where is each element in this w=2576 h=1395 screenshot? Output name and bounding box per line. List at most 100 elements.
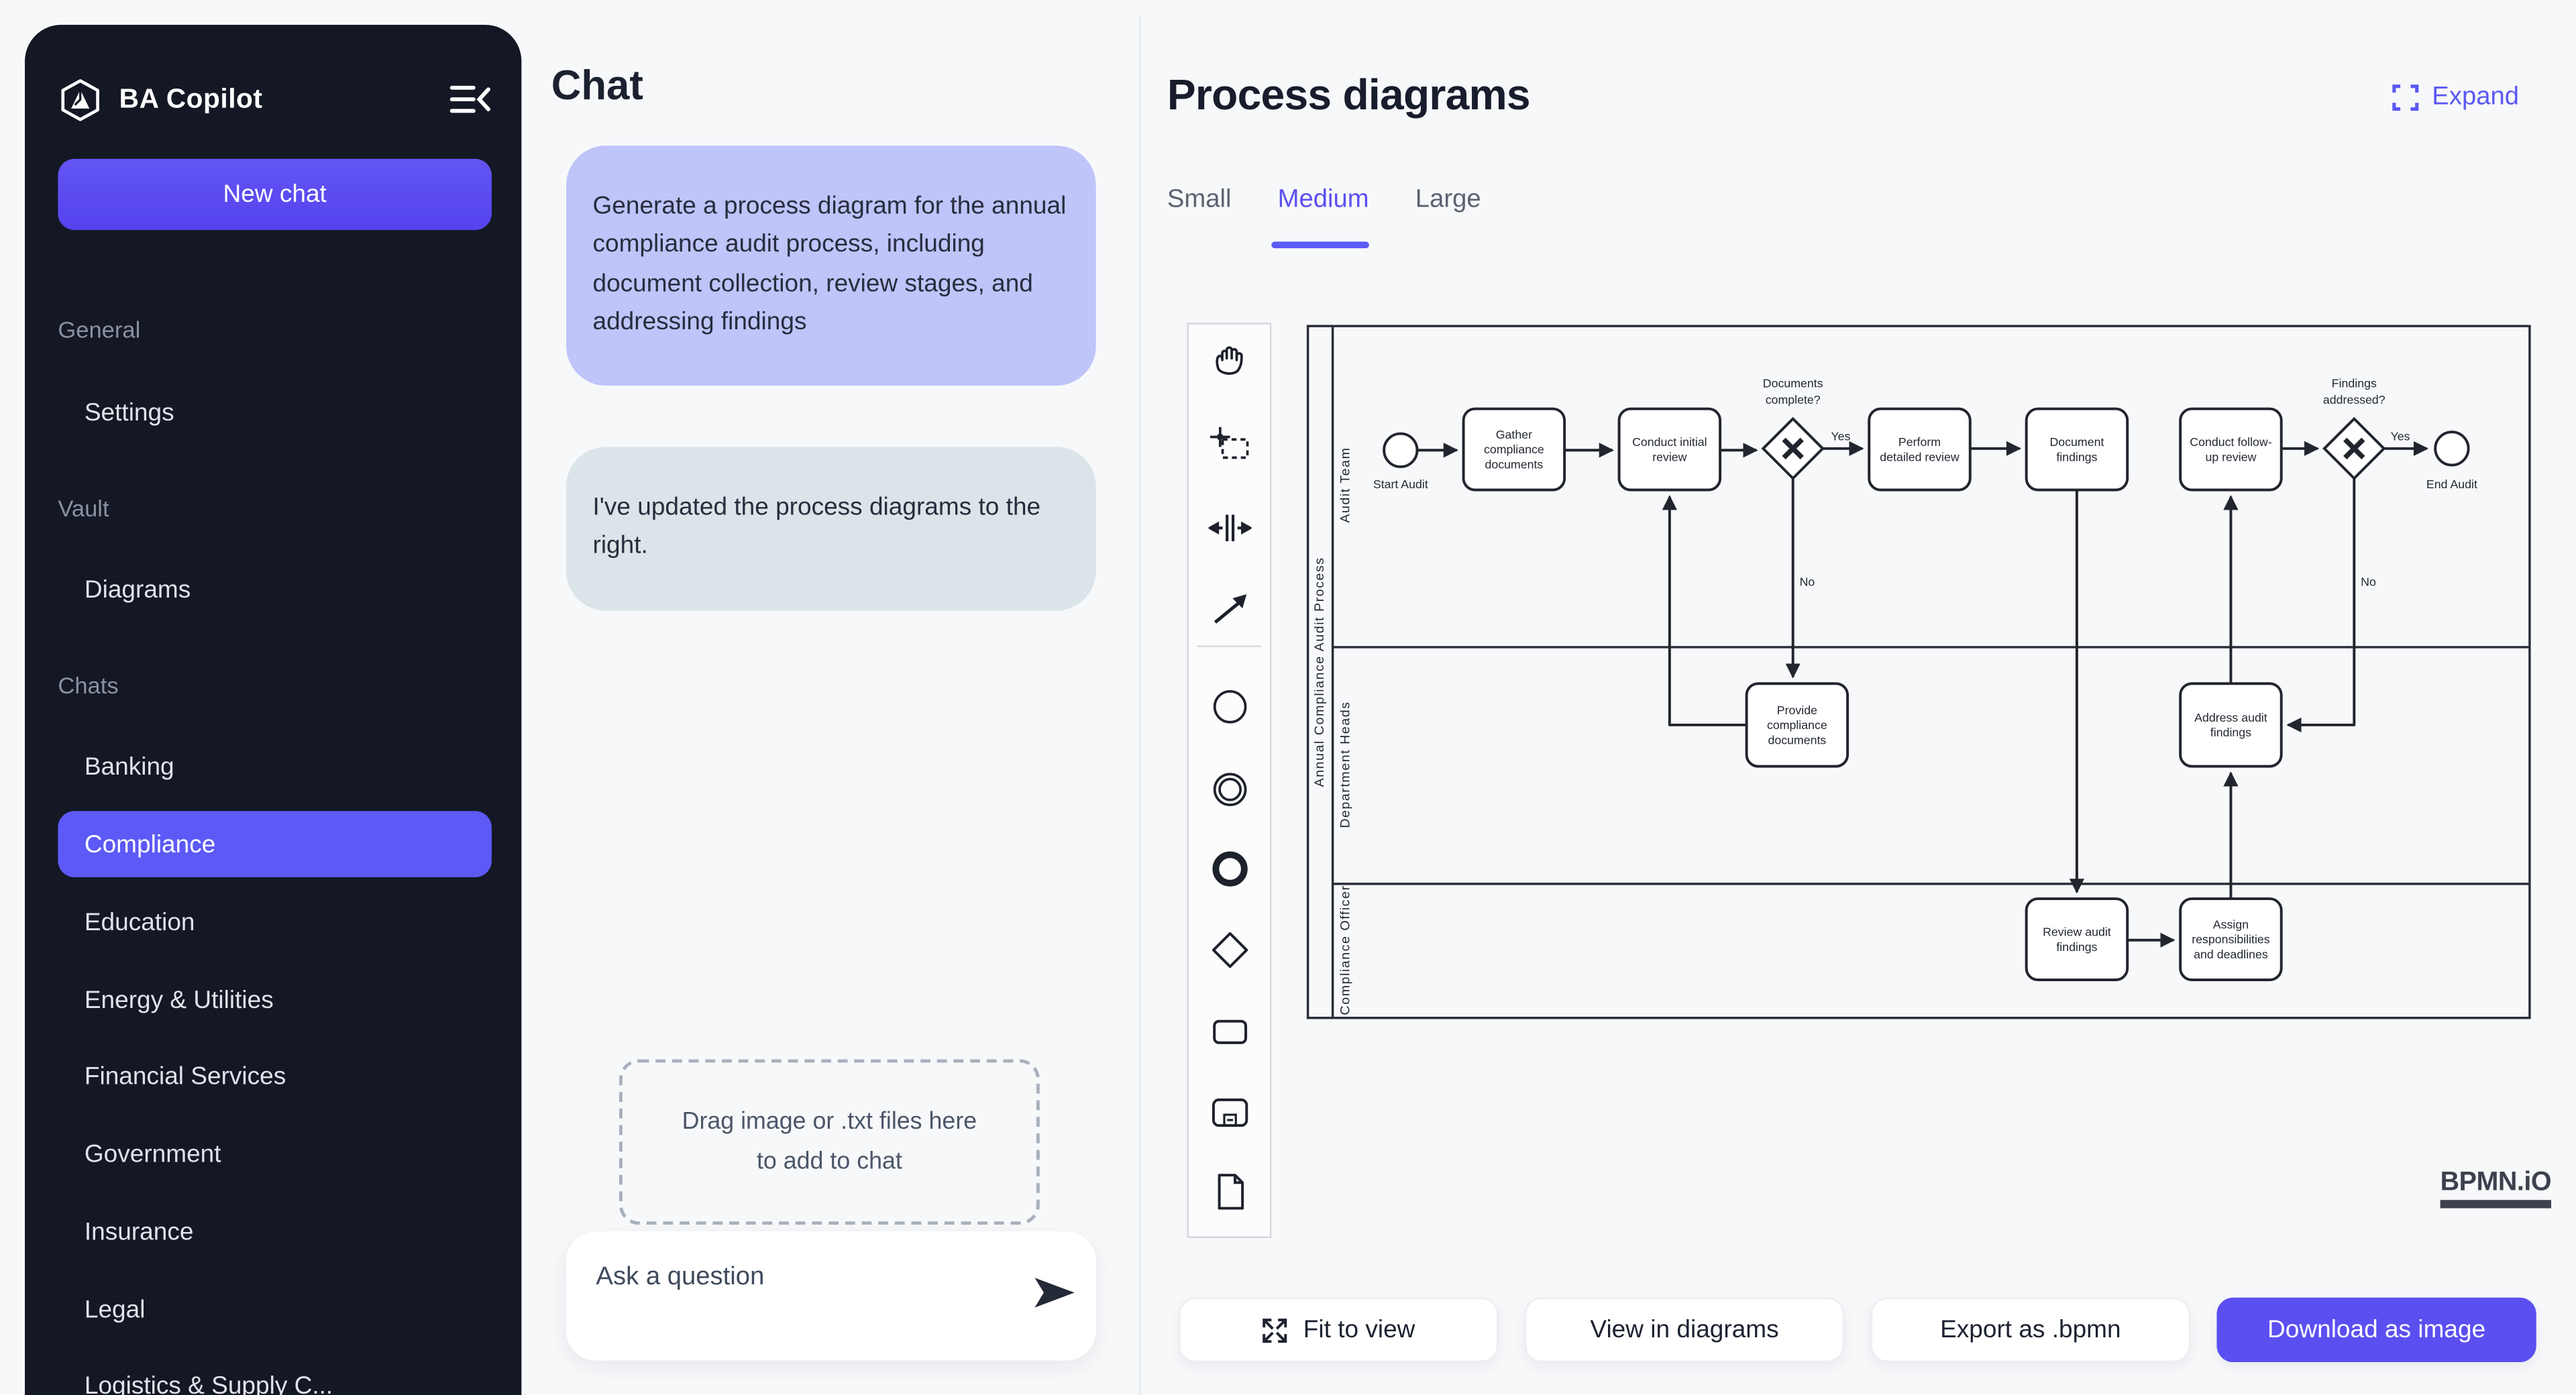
- create-end-event-icon[interactable]: [1209, 848, 1252, 891]
- active-tab-underline: [1271, 241, 1369, 249]
- sidebar-item-government[interactable]: Government: [84, 1140, 221, 1169]
- lane-department-heads-label: Department Heads: [1338, 701, 1352, 828]
- hand-tool-icon[interactable]: [1209, 341, 1252, 384]
- end-event[interactable]: End Audit: [2426, 431, 2477, 491]
- task-conduct-follow-up-review[interactable]: Conduct follow- up review: [2179, 407, 2283, 492]
- sidebar-item-insurance[interactable]: Insurance: [84, 1218, 194, 1247]
- space-tool-icon[interactable]: [1208, 506, 1252, 549]
- task-label: up review: [2205, 450, 2256, 463]
- export-bpmn-label: Export as .bpmn: [1940, 1315, 2121, 1344]
- task-label: documents: [1768, 733, 1826, 746]
- task-assign-responsibilities-deadlines[interactable]: Assign responsibilities and deadlines: [2179, 897, 2283, 981]
- task-gather-compliance-documents[interactable]: Gather compliance documents: [1462, 407, 1566, 492]
- gw1-no-label: No: [1800, 575, 1815, 589]
- expand-button[interactable]: Expand: [2392, 82, 2519, 112]
- create-start-event-icon[interactable]: [1209, 685, 1252, 728]
- pool-annual-compliance-audit[interactable]: Annual Compliance Audit Process Audit Te…: [1306, 325, 2531, 1019]
- gateway-documents-complete[interactable]: Documents complete? Yes No: [1761, 376, 1851, 589]
- create-subprocess-icon[interactable]: [1209, 1091, 1252, 1133]
- task-label: compliance: [1767, 718, 1827, 732]
- flow-provide-to-initial: [1662, 495, 1747, 726]
- palette-separator: [1197, 645, 1262, 647]
- task-label: Review audit: [2043, 926, 2111, 939]
- expand-label: Expand: [2432, 82, 2520, 111]
- task-label: detailed review: [1880, 450, 1960, 463]
- gw2-label-line2: addressed?: [2323, 393, 2385, 406]
- download-as-image-label: Download as image: [2267, 1315, 2486, 1344]
- new-chat-button[interactable]: New chat: [58, 158, 492, 231]
- task-perform-detailed-review[interactable]: Perform detailed review: [1868, 407, 1972, 492]
- task-label: compliance: [1484, 443, 1544, 456]
- task-label: findings: [2056, 450, 2097, 463]
- bpmn-palette: [1187, 323, 1272, 1238]
- chat-message-user: Generate a process diagram for the annua…: [566, 146, 1096, 386]
- section-vault: Vault: [58, 494, 109, 522]
- section-chats: Chats: [58, 671, 119, 699]
- task-label: findings: [2056, 940, 2097, 954]
- bpmn-io-watermark: BPMN.iO: [2440, 1168, 2552, 1209]
- lane-compliance-officer-label: Compliance Officer: [1338, 885, 1352, 1015]
- app-name: BA Copilot: [119, 83, 263, 114]
- view-in-diagrams-button[interactable]: View in diagrams: [1524, 1297, 1845, 1363]
- sidebar-item-energy-utilities[interactable]: Energy & Utilities: [84, 986, 274, 1015]
- task-conduct-initial-review[interactable]: Conduct initial review: [1617, 407, 1722, 492]
- flow-gw2-no-to-address: [2286, 478, 2356, 733]
- dropzone-text-line2: to add to chat: [756, 1148, 902, 1176]
- task-label: Conduct follow-: [2190, 435, 2271, 449]
- sidebar-item-education[interactable]: Education: [84, 908, 195, 937]
- task-label: review: [1652, 450, 1686, 463]
- section-general: General: [58, 316, 141, 343]
- task-review-audit-findings[interactable]: Review audit findings: [2025, 897, 2129, 981]
- fit-to-view-button[interactable]: Fit to view: [1179, 1297, 1499, 1363]
- question-input[interactable]: [592, 1251, 1014, 1304]
- task-provide-compliance-documents[interactable]: Provide compliance documents: [1745, 682, 1849, 768]
- task-label: and deadlines: [2194, 948, 2268, 961]
- file-dropzone[interactable]: Drag image or .txt files here to add to …: [619, 1059, 1040, 1225]
- create-data-object-icon[interactable]: [1209, 1170, 1252, 1213]
- tab-small[interactable]: Small: [1167, 185, 1232, 214]
- lasso-tool-icon[interactable]: [1209, 424, 1252, 467]
- page-title: Process diagrams: [1167, 69, 1531, 119]
- task-label: documents: [1485, 457, 1543, 471]
- lane-audit-team-label: Audit Team: [1338, 447, 1352, 523]
- sequence-flows[interactable]: [1417, 441, 2429, 948]
- pool-label: Annual Compliance Audit Process: [1312, 557, 1327, 787]
- task-address-audit-findings[interactable]: Address audit findings: [2179, 682, 2283, 768]
- chat-title: Chat: [551, 62, 643, 109]
- gw1-yes-label: Yes: [1831, 429, 1850, 443]
- sidebar-item-financial-services[interactable]: Financial Services: [84, 1062, 286, 1091]
- task-label: Gather: [1496, 428, 1532, 441]
- start-event-label: Start Audit: [1373, 478, 1428, 491]
- app-logo-icon: [61, 78, 99, 121]
- create-gateway-icon[interactable]: [1209, 928, 1252, 971]
- download-as-image-button[interactable]: Download as image: [2216, 1297, 2536, 1363]
- start-event[interactable]: Start Audit: [1373, 432, 1428, 491]
- chat-message-assistant: I've updated the process diagrams to the…: [566, 447, 1096, 611]
- task-document-findings[interactable]: Document findings: [2025, 407, 2129, 492]
- gw2-label-line1: Findings: [2332, 376, 2377, 390]
- logo-row: BA Copilot: [58, 74, 488, 124]
- global-connect-tool-icon[interactable]: [1209, 588, 1252, 630]
- gateway-findings-addressed[interactable]: Findings addressed? Yes No: [2322, 376, 2410, 589]
- sidebar-item-settings[interactable]: Settings: [84, 398, 174, 427]
- sidebar-item-compliance[interactable]: Compliance: [58, 811, 492, 877]
- sidebar-collapse-icon[interactable]: [442, 78, 498, 121]
- tab-large[interactable]: Large: [1415, 185, 1481, 214]
- bpmn-diagram[interactable]: Annual Compliance Audit Process Audit Te…: [1306, 325, 2533, 1021]
- send-icon[interactable]: [1033, 1276, 1076, 1309]
- fit-to-view-label: Fit to view: [1303, 1315, 1415, 1344]
- sidebar-item-legal[interactable]: Legal: [84, 1296, 146, 1325]
- expand-icon: [2392, 85, 2419, 111]
- task-label: Address audit: [2194, 711, 2267, 724]
- view-in-diagrams-label: View in diagrams: [1590, 1315, 1779, 1344]
- sidebar-item-banking[interactable]: Banking: [84, 752, 174, 781]
- create-intermediate-event-icon[interactable]: [1209, 768, 1252, 811]
- tab-medium[interactable]: Medium: [1277, 185, 1369, 214]
- gw2-no-label: No: [2361, 575, 2376, 589]
- create-task-icon[interactable]: [1209, 1009, 1252, 1052]
- sidebar-item-logistics[interactable]: Logistics & Supply C...: [84, 1372, 333, 1395]
- export-bpmn-button[interactable]: Export as .bpmn: [1870, 1297, 2190, 1363]
- gw1-label-line1: Documents: [1763, 376, 1823, 390]
- sidebar-item-diagrams[interactable]: Diagrams: [84, 575, 191, 604]
- task-label: Assign: [2213, 917, 2249, 931]
